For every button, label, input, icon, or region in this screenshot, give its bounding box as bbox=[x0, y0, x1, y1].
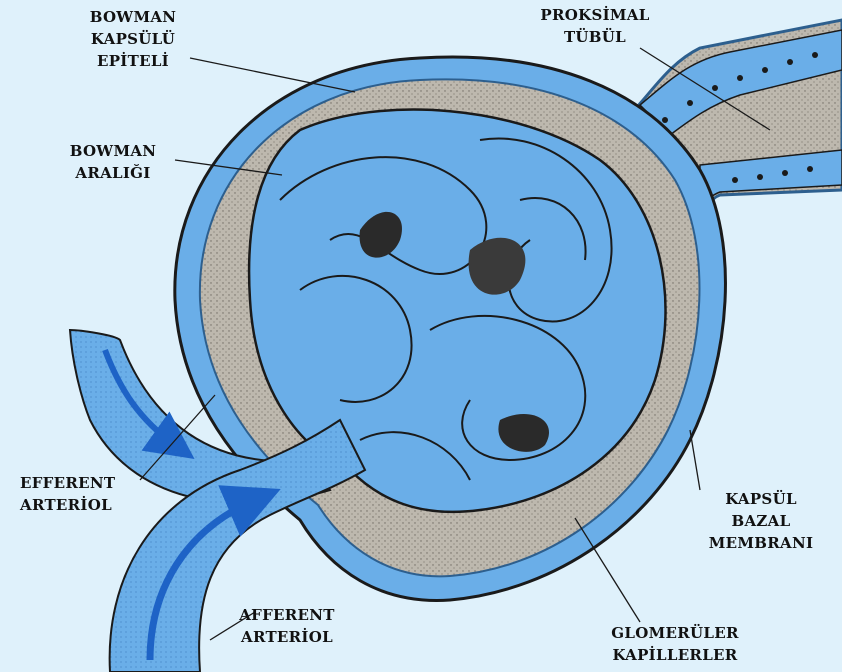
label-bowman-capsule-epithelium: BOWMAN KAPSÜLÜ EPİTELİ bbox=[58, 6, 208, 72]
label-glomerular-capillaries: GLOMERÜLER KAPİLLERLER bbox=[590, 622, 760, 666]
label-afferent-arteriole: AFFERENT ARTERİOL bbox=[222, 604, 352, 648]
label-capsule-basement-membrane: KAPSÜL BAZAL MEMBRANI bbox=[686, 488, 836, 554]
label-proximal-tubule: PROKSİMAL TÜBÜL bbox=[520, 4, 670, 48]
label-bowman-space: BOWMAN ARALIĞI bbox=[48, 140, 178, 184]
label-efferent-arteriole: EFFERENT ARTERİOL bbox=[20, 472, 140, 516]
